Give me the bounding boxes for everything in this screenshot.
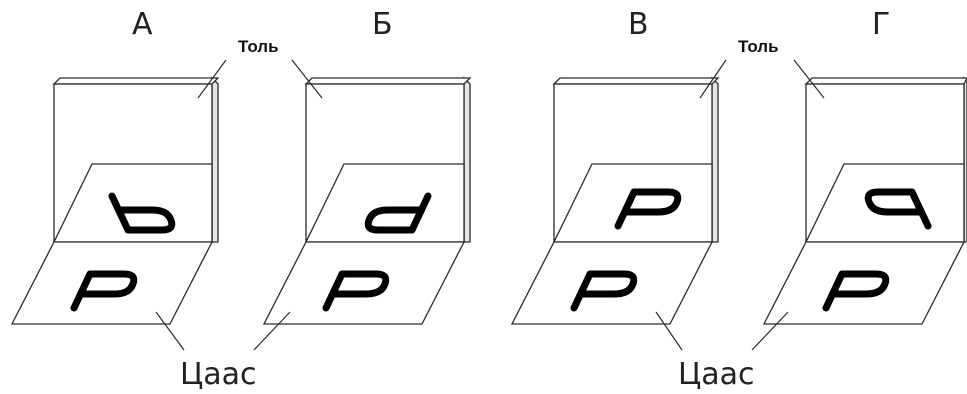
tol-leader-right-b: [793, 59, 825, 99]
paper-leader-left-b: [253, 311, 291, 351]
tol-label-right: Толь: [738, 37, 779, 56]
paper-sheet: [10, 241, 214, 325]
paper-label-left: Цаас: [180, 357, 257, 392]
option-d-label: Г: [872, 7, 890, 42]
option-d: Г: [762, 7, 967, 325]
tol-leader-left-a: [197, 59, 227, 99]
tol-leader-left-b: [291, 59, 323, 99]
tol-label-left: Толь: [238, 37, 279, 56]
option-b-label: Б: [372, 7, 393, 42]
paper-leader-right-a: [655, 311, 683, 351]
paper-sheet: [262, 241, 466, 325]
option-a: А: [10, 7, 220, 325]
board-edge: [711, 76, 719, 243]
board-edge: [463, 76, 471, 243]
paper-sheet: [510, 241, 714, 325]
paper-label-right: Цаас: [678, 357, 755, 392]
option-c-label: В: [628, 7, 649, 42]
board-top: [52, 77, 220, 85]
board-top: [804, 77, 967, 85]
board-edge: [211, 76, 219, 243]
paper-sheet: [762, 241, 966, 325]
option-c: В: [510, 7, 720, 325]
paper-leader-right-b: [751, 311, 789, 351]
paper-leader-left-a: [155, 311, 185, 351]
board-top: [552, 77, 720, 85]
option-a-label: А: [132, 7, 153, 42]
board-top: [304, 77, 472, 85]
option-b: Б: [262, 7, 472, 325]
tol-leader-right-a: [699, 59, 727, 99]
